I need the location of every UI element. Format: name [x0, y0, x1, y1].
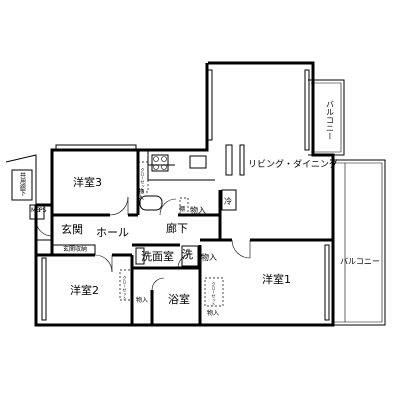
storage-label-2: 物入 — [201, 252, 217, 262]
entrance-label: 玄関 — [61, 222, 83, 236]
western-room-1-label: 洋室1 — [262, 272, 291, 286]
washroom-label: 洗面室 — [141, 249, 174, 263]
interior-walls — [34, 150, 333, 325]
balcony-upper-label: バルコニー — [326, 100, 335, 140]
shared-hall-label: 共用廊下 — [19, 171, 26, 197]
closet-3-label: クローゼット — [141, 167, 146, 192]
balcony-right-label: バルコニー — [340, 257, 380, 266]
western-room-2-label: 洋室2 — [70, 283, 99, 297]
windows — [41, 69, 330, 321]
storage-label-4: 物入 — [207, 309, 219, 317]
corridor-label: 廊下 — [166, 221, 188, 235]
living-dining-label: リビング・ダイニング — [248, 158, 338, 170]
small-shelf-label: 棚 — [179, 205, 185, 213]
storage-label-1: 物入 — [190, 205, 206, 215]
ps-label: PS — [39, 207, 47, 214]
laundry-label: 洗 — [182, 248, 193, 261]
kitchen-fixtures — [151, 144, 245, 211]
closet-1-label: クローゼット — [212, 281, 217, 306]
balcony-right-area — [330, 159, 386, 326]
storage-label-5: 物入 — [137, 187, 144, 200]
left-service-block — [5, 154, 45, 220]
hall-label: ホール — [96, 226, 129, 239]
closet-2-label: クローゼット — [123, 275, 128, 300]
doors — [35, 196, 251, 291]
bathroom-label: 浴室 — [168, 292, 190, 306]
entrance-storage-label: 玄関収納 — [63, 245, 87, 253]
storage-label-3: 物入 — [136, 296, 148, 304]
outer-wall — [34, 61, 335, 327]
bath-fixtures — [135, 195, 199, 267]
closets — [119, 161, 224, 307]
western-room-3-label: 洋室3 — [73, 175, 102, 189]
refrigerator-label: 冷 — [224, 196, 232, 206]
meter-box-label: MB — [31, 207, 40, 214]
